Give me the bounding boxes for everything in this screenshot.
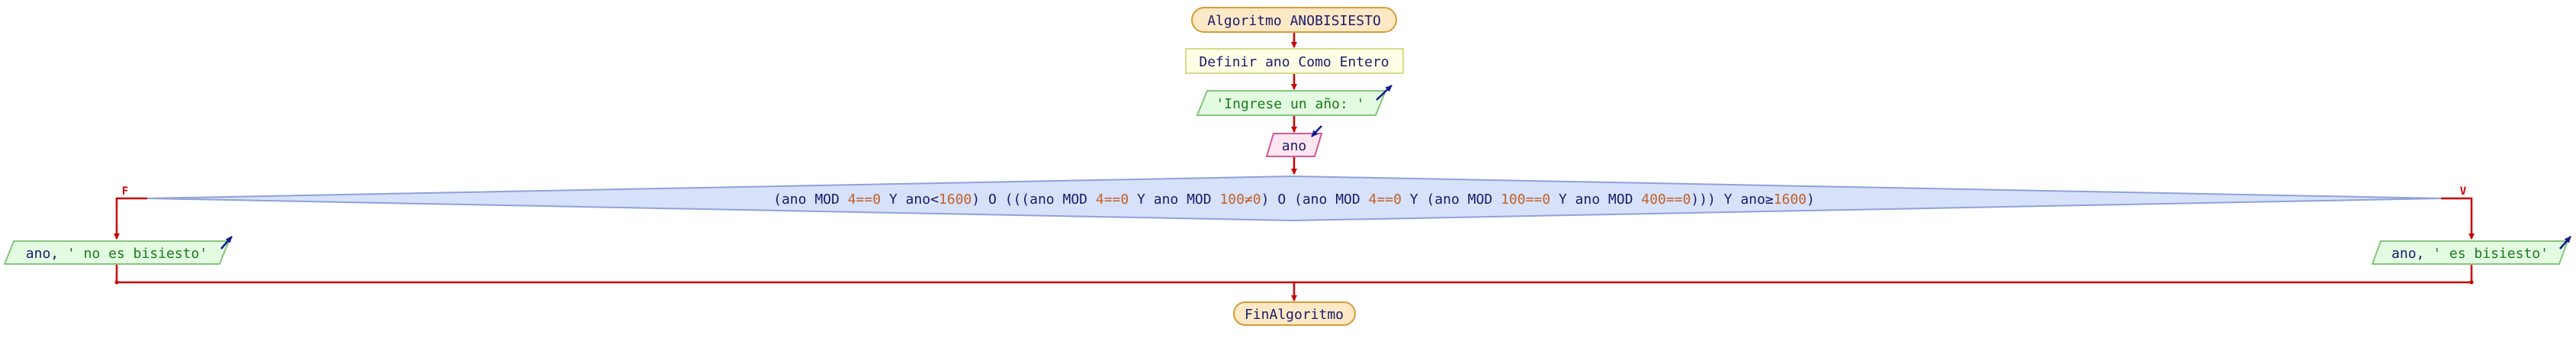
label-segment: MOD <box>814 192 847 208</box>
label-segment: Y ano <box>1129 192 1187 208</box>
label-segment: 400 <box>1641 192 1666 208</box>
label-segment: 4 <box>848 192 856 208</box>
label-segment: 4 <box>1096 192 1104 208</box>
label-segment: Definir <box>1199 54 1265 70</box>
decision-block[interactable]: (ano MOD 4==0 Y ano<1600) O (((ano MOD 4… <box>146 175 2442 222</box>
output-false-block[interactable]: ano, ' no es bisiesto' <box>3 236 233 265</box>
label-segment: ≠ <box>1245 192 1253 208</box>
merge-point-left <box>114 280 119 285</box>
label-segment: == <box>856 192 873 208</box>
connector-decision-true <box>2441 197 2475 240</box>
input-label: ano <box>1282 138 1307 154</box>
merge-point-right <box>2469 280 2474 285</box>
label-segment: 0 <box>1393 192 1402 208</box>
label-segment: (ano <box>773 192 814 208</box>
arrow-up-right-icon <box>2559 236 2571 250</box>
label-segment: MOD <box>1608 192 1641 208</box>
label-segment: Y ano <box>1550 192 1608 208</box>
arrow-up-right-icon <box>220 236 233 250</box>
label-segment: Como Entero <box>1290 54 1389 70</box>
define-process[interactable]: Definir ano Como Entero <box>1185 48 1404 74</box>
label-segment: 0 <box>1120 192 1129 208</box>
label-segment: 1600 <box>939 192 972 208</box>
label-segment: 1600 <box>1774 192 1807 208</box>
arrow-down-left-icon <box>1311 125 1322 137</box>
label-segment: ' no es bisiesto' <box>67 246 207 262</box>
label-segment: Y ano< <box>881 192 939 208</box>
label-segment: MOD <box>1468 192 1501 208</box>
label-segment: MOD <box>1335 192 1368 208</box>
output-false-label: ano, ' no es bisiesto' <box>26 246 207 262</box>
output-true-block[interactable]: ano, ' es bisiesto' <box>2371 236 2571 265</box>
label-segment: ' es bisiesto' <box>2433 246 2549 262</box>
output-true-label: ano, ' es bisiesto' <box>2391 246 2549 262</box>
output-prompt-block[interactable]: 'Ingrese un año: ' <box>1196 85 1392 116</box>
label-segment: ))) Y ano≥ <box>1691 192 1774 208</box>
output-prompt-label: 'Ingrese un año: ' <box>1216 96 1364 112</box>
arrow-up-right-icon <box>1376 85 1392 101</box>
branch-true-label: V <box>2460 185 2467 198</box>
label-segment: ano, <box>2391 246 2433 262</box>
label-segment: 100 <box>1501 192 1526 208</box>
input-block[interactable]: ano <box>1265 125 1323 157</box>
label-segment: 4 <box>1369 192 1377 208</box>
label-segment: 0 <box>1682 192 1691 208</box>
label-segment: == <box>1376 192 1393 208</box>
connector-decision-false <box>114 197 147 240</box>
label-segment: 100 <box>1219 192 1245 208</box>
label-segment: 0 <box>1253 192 1261 208</box>
end-label: FinAlgoritmo <box>1245 307 1344 323</box>
branch-false-label: F <box>122 185 128 198</box>
label-segment: 0 <box>1542 192 1550 208</box>
connectors <box>114 32 2475 301</box>
label-segment: Y (ano <box>1402 192 1468 208</box>
label-segment: ) O (((ano <box>972 192 1062 208</box>
label-segment: 0 <box>872 192 881 208</box>
label-segment: == <box>1526 192 1543 208</box>
define-label: Definir ano Como Entero <box>1199 54 1389 70</box>
label-segment: MOD <box>1062 192 1095 208</box>
label-segment: == <box>1104 192 1121 208</box>
label-segment: ) <box>1807 192 1815 208</box>
label-segment: MOD <box>1187 192 1219 208</box>
label-segment: ano, <box>26 246 67 262</box>
end-terminal[interactable]: FinAlgoritmo <box>1233 301 1356 326</box>
decision-label: (ano MOD 4==0 Y ano<1600) O (((ano MOD 4… <box>773 192 1815 208</box>
start-terminal[interactable]: Algoritmo ANOBISIESTO <box>1191 7 1397 33</box>
label-segment: ) O (ano <box>1261 192 1336 208</box>
label-segment: == <box>1666 192 1683 208</box>
start-label: Algoritmo ANOBISIESTO <box>1207 13 1381 29</box>
label-segment: ano <box>1265 54 1290 70</box>
